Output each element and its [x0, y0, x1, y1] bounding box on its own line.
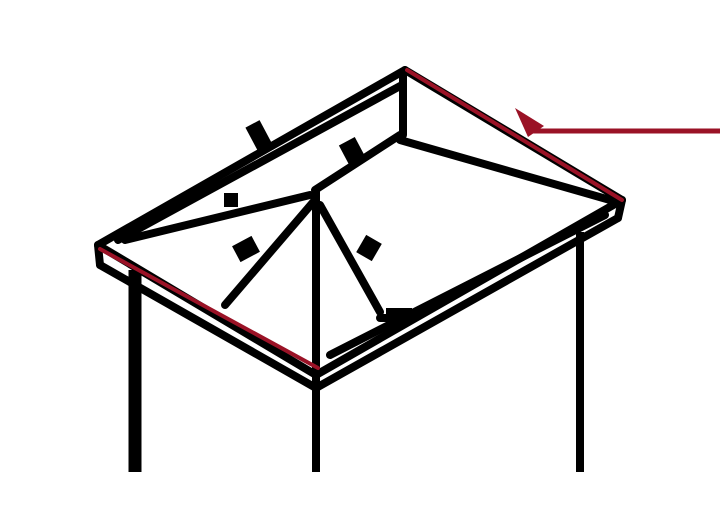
- highlighted-rails: [98, 68, 624, 370]
- frame-front-right-lower-edge: [312, 214, 622, 392]
- inner-back-left-rail: [114, 81, 406, 244]
- inner-back-right-rail: [396, 136, 614, 204]
- pointer-arrow: [515, 108, 720, 137]
- inner-diagonal-right: [316, 201, 384, 316]
- frame-front-left-lower-edge: [96, 261, 320, 392]
- highlight-back-right-top-rail: [405, 68, 624, 202]
- bracket-left: [232, 235, 260, 263]
- frame-right-corner: [614, 196, 626, 222]
- highlight-front-left-top-rail: [98, 247, 320, 370]
- inner-cross-rail: [311, 131, 404, 194]
- inner-diagonal-left: [221, 196, 319, 309]
- bracket-front: [386, 308, 412, 322]
- bracket-back-left: [245, 120, 275, 156]
- inner-rails: [114, 68, 614, 379]
- bracket-right: [356, 234, 382, 262]
- frame-back-left-edge: [94, 66, 409, 249]
- bracket-left-inner: [224, 193, 238, 207]
- pointer-arrowhead: [515, 108, 544, 137]
- inner-front-right-rail: [326, 211, 609, 359]
- brackets: [224, 120, 412, 322]
- bracket-back-center: [338, 137, 366, 165]
- inner-left-cross-rail: [121, 191, 314, 244]
